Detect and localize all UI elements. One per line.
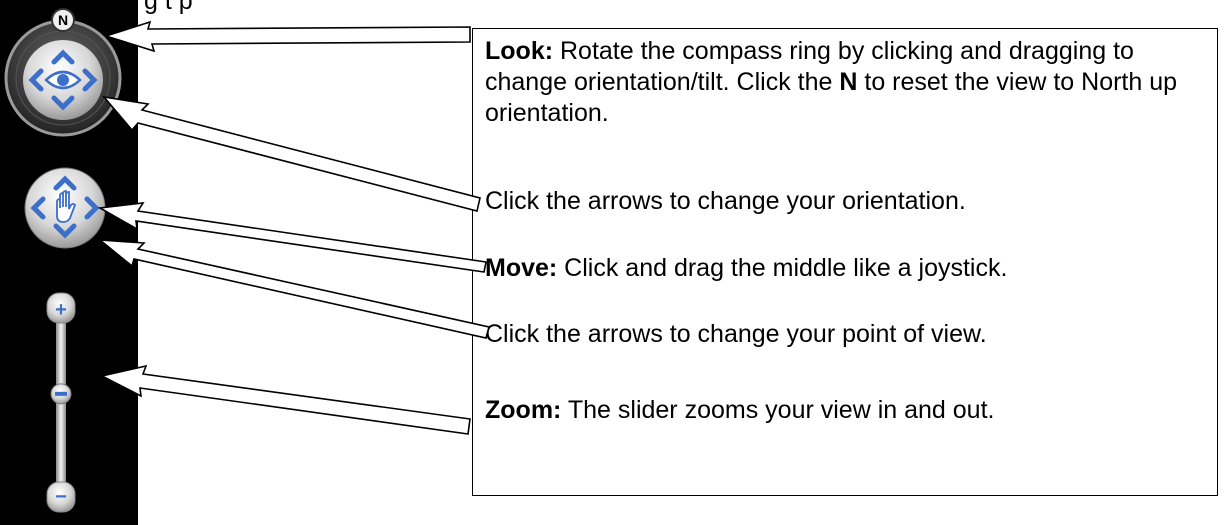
callout-orientation: Click the arrows to change your orientat… xyxy=(485,186,1205,217)
compass-look-control[interactable]: N xyxy=(4,8,122,137)
callout-look-n: N xyxy=(839,68,858,96)
hand-icon xyxy=(56,190,77,223)
callout-pov-text: Click the arrows to change your point of… xyxy=(485,320,987,348)
zoom-slider[interactable]: + − xyxy=(46,292,76,513)
cropped-heading-text: g t p xyxy=(144,0,193,15)
look-up-arrow-icon[interactable] xyxy=(51,49,75,65)
callout-arrow-move-center xyxy=(97,202,487,273)
callout-zoom-text: The slider zooms your view in and out. xyxy=(561,396,995,424)
move-joystick-control[interactable] xyxy=(24,167,106,249)
callout-move-title: Move: xyxy=(485,254,558,282)
zoom-out-label: − xyxy=(55,486,67,508)
look-left-arrow-icon[interactable] xyxy=(28,68,44,92)
callout-arrow-compass-ring xyxy=(103,20,471,53)
move-down-arrow-icon[interactable] xyxy=(53,223,77,239)
callout-look-text: Rotate the compass ring by clicking and … xyxy=(485,37,1134,96)
callout-look-title: Look: xyxy=(485,37,554,65)
look-right-arrow-icon[interactable] xyxy=(82,68,98,92)
callout-zoom-title: Zoom: xyxy=(485,396,562,424)
compass-north-label: N xyxy=(58,12,68,28)
callout-box xyxy=(472,28,1218,496)
eye-icon xyxy=(44,70,82,90)
callout-move-text: Click and drag the middle like a joystic… xyxy=(557,254,1008,282)
move-up-arrow-icon[interactable] xyxy=(53,175,77,191)
callout-arrow-move-arrows xyxy=(97,239,490,339)
zoom-in-label: + xyxy=(55,299,67,321)
move-left-arrow-icon[interactable] xyxy=(30,196,46,220)
callout-zoom: Zoom: The slider zooms your view in and … xyxy=(485,395,1205,426)
callout-move: Move: Click and drag the middle like a j… xyxy=(485,253,1205,284)
callout-arrow-zoom-slider xyxy=(99,364,471,435)
callout-look: Look: Rotate the compass ring by clickin… xyxy=(485,36,1205,129)
zoom-in-button[interactable]: + xyxy=(46,292,76,324)
look-down-arrow-icon[interactable] xyxy=(51,95,75,111)
callout-orientation-text: Click the arrows to change your orientat… xyxy=(485,187,966,215)
callout-arrow-look-arrows xyxy=(101,95,481,212)
compass-north-button[interactable]: N xyxy=(51,8,75,32)
zoom-slider-thumb[interactable] xyxy=(50,383,72,405)
zoom-out-button[interactable]: − xyxy=(46,481,76,513)
move-right-arrow-icon[interactable] xyxy=(84,196,100,220)
callout-look-text-2: to reset the view to North up orientatio… xyxy=(485,68,1178,127)
callout-point-of-view: Click the arrows to change your point of… xyxy=(485,319,1205,350)
